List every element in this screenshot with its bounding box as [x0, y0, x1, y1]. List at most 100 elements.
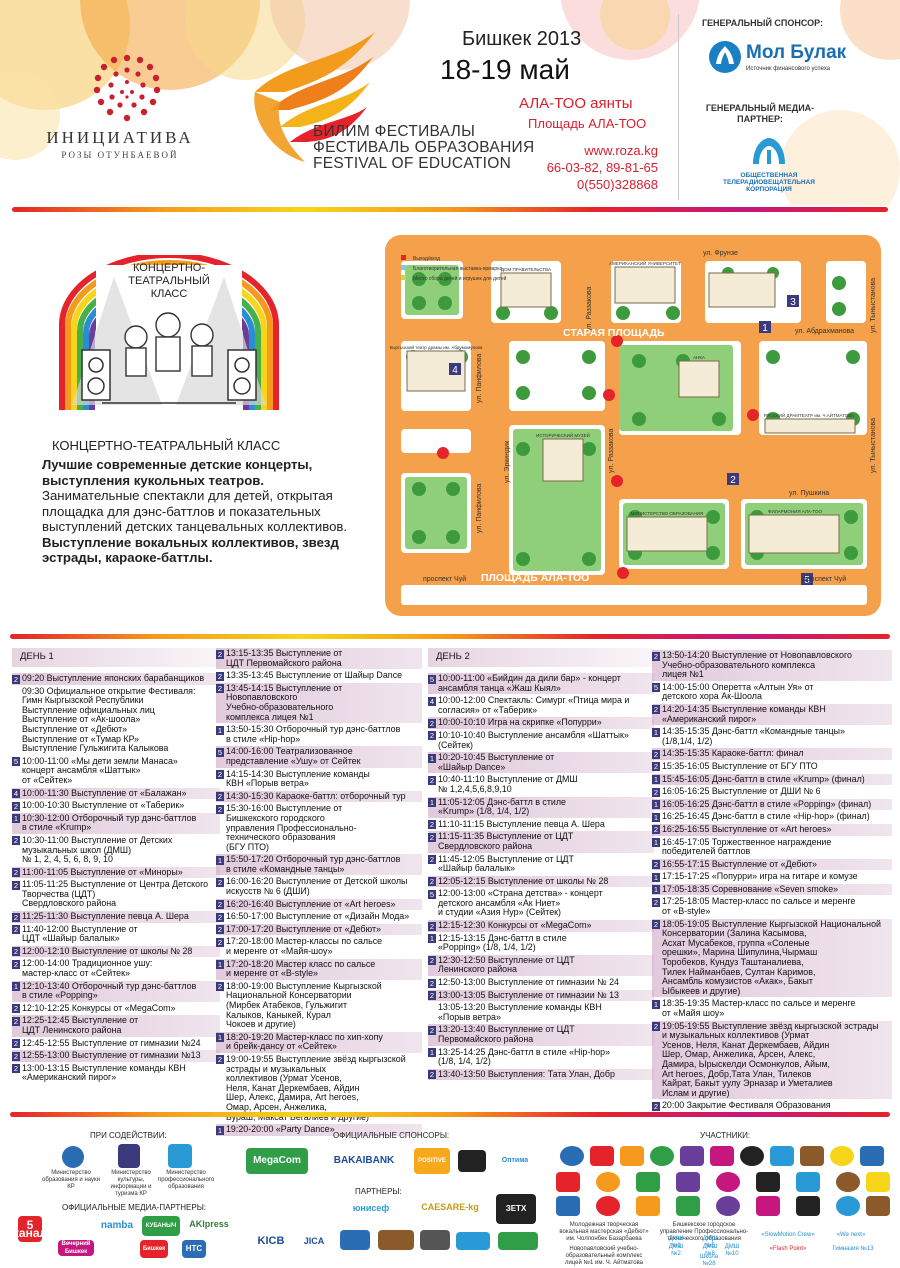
participant-logo	[716, 1172, 740, 1192]
zone-number-badge: 5	[428, 889, 436, 899]
participant-logo	[556, 1172, 580, 1192]
festival-map[interactable]: 1 2 3 4 5 Выход/вход Благотворительная в…	[383, 233, 883, 618]
schedule-event-text: 14:00-16:00 Театрализованное представлен…	[226, 746, 361, 766]
schedule-event-text: 12:15-12:30 Конкурсы от «MegaCom»	[438, 920, 592, 931]
zone-number-badge: 2	[216, 925, 224, 935]
schedule-event-text: 14:15-14:30 Выступление команды КВН «Пор…	[226, 768, 370, 789]
zone-number-badge: 1	[216, 855, 224, 865]
zone-number-badge: 2	[216, 770, 224, 780]
concert-description: Лучшие современные детские концерты, выс…	[42, 457, 382, 566]
place-ru: Площадь АЛА-ТОО	[528, 116, 647, 131]
participant-dmsh-10: ДМШ №10	[724, 1244, 740, 1257]
zone-number-badge: 4	[12, 789, 20, 799]
zone-number-badge: 2	[12, 1004, 20, 1014]
schedule-event-text: 13:15-13:35 Выступление от ЦДТ Первомайс…	[226, 648, 343, 668]
zone-number-badge: 2	[428, 956, 436, 966]
zone-number-badge: 2	[428, 1070, 436, 1080]
org-name: ИНИЦИАТИВА	[46, 128, 194, 147]
schedule-event-text: 12:00-14:00 Традиционное ушу: мастер-кла…	[22, 958, 153, 979]
zone-number-badge: 2	[428, 731, 436, 741]
schedule-event-text: 16:25-16:55 Выступление от «Art heroes»	[662, 823, 832, 834]
participant-logo	[866, 1196, 890, 1216]
participant-logo	[836, 1196, 860, 1216]
schedule-event-text: 19:05-19:55 Выступление звёзд кыргызской…	[662, 1020, 879, 1098]
official-sponsors-label: ОФИЦИАЛЬНЫЕ СПОНСОРЫ:	[333, 1131, 450, 1140]
schedule-event-text: 13:00-13:05 Выступление от гимназии № 13	[438, 989, 619, 1000]
zone-number-badge: 2	[216, 982, 224, 992]
participant-logo	[650, 1146, 674, 1166]
participant-logo	[636, 1196, 660, 1216]
schedule-event-text: 09:20 Выступление японских барабанщиков	[22, 673, 205, 683]
zone-number-badge: 2	[652, 787, 660, 797]
unicef-logo: юнисеф	[342, 1198, 400, 1218]
zone-number-badge: 2	[12, 1064, 20, 1074]
place-kg: АЛА-ТОО аянты	[519, 95, 633, 112]
zone-number-badge: 2	[428, 718, 436, 728]
participant-logo	[740, 1146, 764, 1166]
participant-we-next: «We next»	[836, 1232, 866, 1238]
zeth-logo: ЗЕТХ	[496, 1194, 536, 1224]
zone-number-badge: 1	[12, 814, 20, 824]
concert-desc-3: Выступление вокальных коллективов, звезд…	[42, 534, 339, 566]
zone-number-badge: 2	[428, 775, 436, 785]
concert-art-title-2: ТЕАТРАЛЬНЫЙ	[128, 274, 209, 287]
schedule-event-text: 11:10-11:15 Выступление певца А. Шера	[438, 818, 605, 829]
participant-school-28: Школа №28	[699, 1254, 719, 1267]
schedule-event-text: 16:55-17:15 Выступление от «Дебют»	[662, 858, 817, 869]
participant-dmsh-8: ДМШ №8	[702, 1244, 718, 1257]
schedule-event-text: 16:50-17:00 Выступление от «Дизайн Мода»	[226, 911, 410, 922]
phone-2: 0(550)328868	[577, 177, 658, 192]
schedule-event-text: 12:30-12:50 Выступление от ЦДТ Ленинског…	[438, 954, 575, 975]
schedule-event-text: 10:10-10:40 Выступление ансамбля «Шаттык…	[438, 729, 629, 750]
zone-number-badge: 1	[216, 960, 224, 970]
website-link[interactable]: www.roza.kg	[584, 143, 658, 158]
zone-number-badge: 2	[652, 1101, 660, 1111]
schedule-event-text: 14:00-15:00 Оперетта «Алтын Уя» от детск…	[662, 681, 814, 702]
zone-number-badge: 1	[652, 800, 660, 810]
zone-number-badge: 1	[428, 934, 436, 944]
street-chui-1: проспект Чуй	[423, 575, 466, 583]
participant-logo	[636, 1172, 660, 1192]
participant-logo	[770, 1146, 794, 1166]
schedule-event-text: 13:40-13:50 Выступления: Тата Улан, Добр	[438, 1068, 615, 1079]
zone-number-badge: 5	[652, 683, 660, 693]
schedule-day-heading: ДЕНЬ 2	[428, 648, 654, 667]
zone-number-badge: 2	[12, 880, 20, 890]
festival-title-kg: БИЛИМ ФЕСТИВАЛЫ	[313, 123, 476, 140]
sponsor-name: Мол Булак	[746, 42, 847, 63]
schedule-event-text: 17:15-17:25 «Попурри» игра на гитаре и к…	[662, 871, 858, 882]
festival-flame-logo	[254, 32, 375, 162]
participants-label: УЧАСТНИКИ:	[700, 1131, 751, 1140]
culture-ministry-logo	[118, 1144, 140, 1168]
schedule-event-text: 10:00-11:30 Выступление от «Балажан»	[22, 787, 187, 798]
zone-number-badge: 2	[428, 877, 436, 887]
schedule-event-text: 16:05-16:25 Дэнс-баттл в стиле «Popping»…	[662, 798, 872, 809]
support-org-1: Министерство образования и науки КР	[41, 1170, 101, 1190]
zone-number-badge: 2	[216, 804, 224, 814]
schedule-event-text: 13:50-15:30 Отборочный тур дэнс-баттлов …	[226, 724, 401, 744]
zone-number-badge: 2	[216, 877, 224, 887]
zone-number-badge: 2	[216, 1055, 224, 1065]
zone-number-badge: 2	[428, 991, 436, 1001]
megacom-logo: MegaCom	[246, 1148, 308, 1174]
zone-number-badge: 2	[216, 912, 224, 922]
